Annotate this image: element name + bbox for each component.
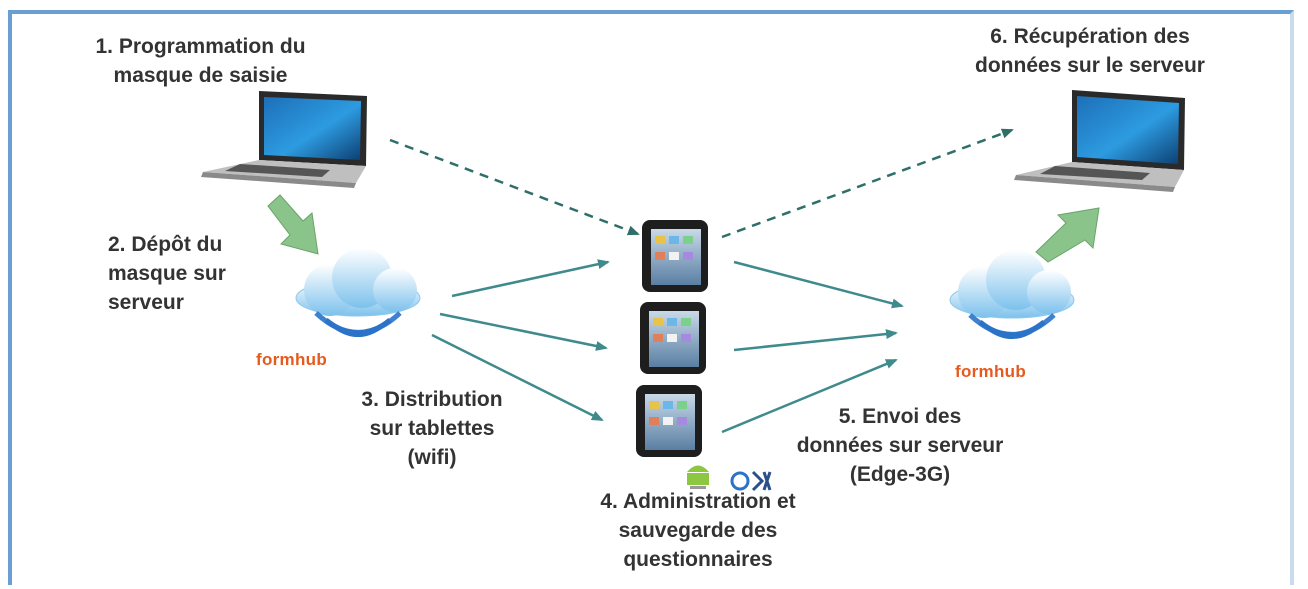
arrow-server-to-tablet-top bbox=[451, 259, 610, 298]
green-arrow-server-to-laptop bbox=[1035, 207, 1100, 263]
dashed-arrow-tablet-to-laptop bbox=[721, 128, 1014, 239]
odk-logo bbox=[730, 470, 772, 492]
step-1-line-2: masque de saisie bbox=[113, 64, 288, 87]
android-logo bbox=[687, 465, 709, 489]
step-5-line-2: données sur serveur bbox=[796, 434, 1004, 457]
step-3-line-2: sur tablettes bbox=[369, 417, 495, 440]
step-6-line-1: 6. Récupération des bbox=[990, 25, 1190, 48]
cloud-server-icon-right bbox=[949, 250, 1075, 339]
tablet-icon-top bbox=[642, 220, 708, 292]
arrow-server-to-tablet-middle bbox=[439, 312, 608, 351]
step-4-line-2: sauvegarde des bbox=[618, 519, 778, 542]
dashed-arrow-laptop-to-tablet bbox=[389, 138, 640, 236]
cloud-server-icon-left bbox=[295, 248, 421, 337]
laptop-icon-left bbox=[201, 91, 367, 188]
arrow-tablet-bottom-to-server bbox=[721, 358, 898, 434]
laptop-icon-right bbox=[1014, 90, 1185, 192]
step-5-line-1: 5. Envoi des bbox=[838, 405, 962, 428]
step-3-label: 3. Distribution sur tablettes (wifi) bbox=[322, 385, 542, 472]
formhub-logo-left: formhub bbox=[256, 350, 328, 369]
green-arrow-laptop-to-server bbox=[267, 194, 319, 255]
arrow-tablet-top-to-server bbox=[733, 260, 904, 309]
step-6-label: 6. Récupération des données sur le serve… bbox=[925, 22, 1255, 80]
step-4-line-1: 4. Administration et bbox=[600, 490, 796, 513]
step-2-line-1: 2. Dépôt du bbox=[108, 233, 223, 256]
arrow-tablet-middle-to-server bbox=[733, 329, 898, 352]
tablet-icon-bottom bbox=[636, 385, 702, 457]
formhub-logo-right: formhub bbox=[955, 362, 1027, 381]
step-3-line-3: (wifi) bbox=[407, 446, 457, 469]
step-1-line-1: 1. Programmation du bbox=[95, 35, 306, 58]
step-4-label: 4. Administration et sauvegarde des ques… bbox=[538, 487, 858, 574]
step-2-label: 2. Dépôt du masque sur serveur bbox=[108, 230, 226, 317]
step-2-line-3: serveur bbox=[108, 291, 184, 314]
step-5-line-3: (Edge-3G) bbox=[849, 463, 951, 486]
step-3-line-1: 3. Distribution bbox=[361, 388, 503, 411]
arrow-server-to-tablet-bottom bbox=[431, 333, 604, 422]
step-1-label: 1. Programmation du masque de saisie bbox=[48, 32, 353, 90]
tablet-icon-middle bbox=[640, 302, 706, 374]
step-5-label: 5. Envoi des données sur serveur (Edge-3… bbox=[750, 402, 1050, 489]
step-6-line-2: données sur le serveur bbox=[975, 54, 1205, 77]
step-4-line-3: questionnaires bbox=[623, 548, 773, 571]
step-2-line-2: masque sur bbox=[108, 262, 226, 285]
